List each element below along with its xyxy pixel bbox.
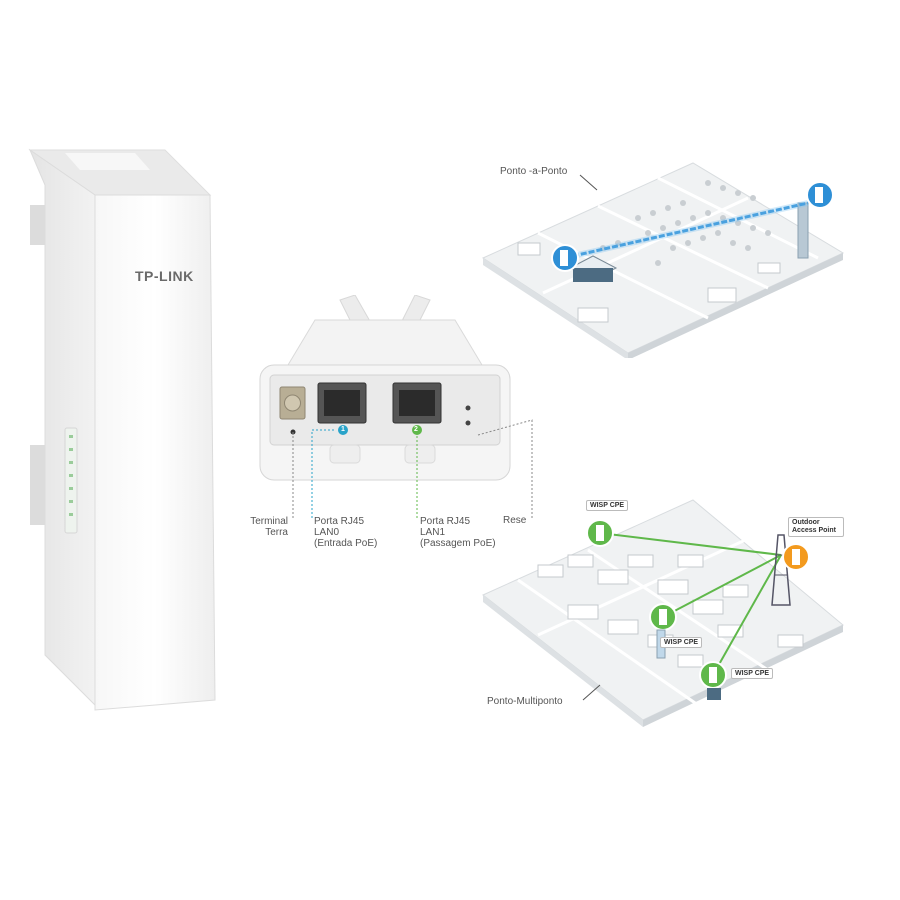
lan1-label: Porta RJ45 LAN1 (Passagem PoE) — [420, 516, 496, 549]
outdoor-ap-line2: Access Point — [792, 527, 836, 534]
lan0-label-line3: (Entrada PoE) — [314, 538, 378, 549]
lan0-label-line2: LAN0 — [314, 527, 340, 538]
cpe-device-front — [25, 145, 235, 715]
lan0-label: Porta RJ45 LAN0 (Entrada PoE) — [314, 516, 377, 549]
wisp-cpe-badge-1: WISP CPE — [586, 500, 629, 511]
terminal-label-line2: Terra — [265, 527, 288, 538]
outdoor-ap-badge: Outdoor Access Point — [788, 517, 844, 537]
p2p-caption: Ponto -a-Ponto — [500, 166, 568, 177]
lan1-label-line2: LAN1 — [420, 527, 446, 538]
port-marker-1: 1 — [341, 426, 345, 433]
wisp-cpe-badge-3: WISP CPE — [731, 668, 774, 679]
callout-lines — [292, 419, 533, 518]
lan1-label-line3: (Passagem PoE) — [420, 538, 496, 549]
point-to-point-diagram — [478, 158, 848, 360]
p2p-caption-pointer — [579, 174, 598, 191]
outdoor-ap-line1: Outdoor — [792, 519, 820, 526]
p2mp-caption: Ponto-Multiponto — [487, 696, 563, 707]
lan1-label-line1: Porta RJ45 — [420, 516, 471, 527]
port-marker-2: 2 — [414, 426, 418, 433]
terminal-label: Terminal Terra — [232, 516, 288, 538]
terminal-label-line1: Terminal — [250, 516, 288, 527]
wisp-cpe-badge-2: WISP CPE — [660, 637, 703, 648]
reset-label: Rese — [503, 515, 527, 526]
lan0-label-line1: Porta RJ45 — [314, 516, 365, 527]
brand-logo: TP-LINK — [135, 268, 194, 284]
device-port-panel — [255, 294, 515, 490]
p2mp-caption-pointer — [582, 684, 601, 701]
